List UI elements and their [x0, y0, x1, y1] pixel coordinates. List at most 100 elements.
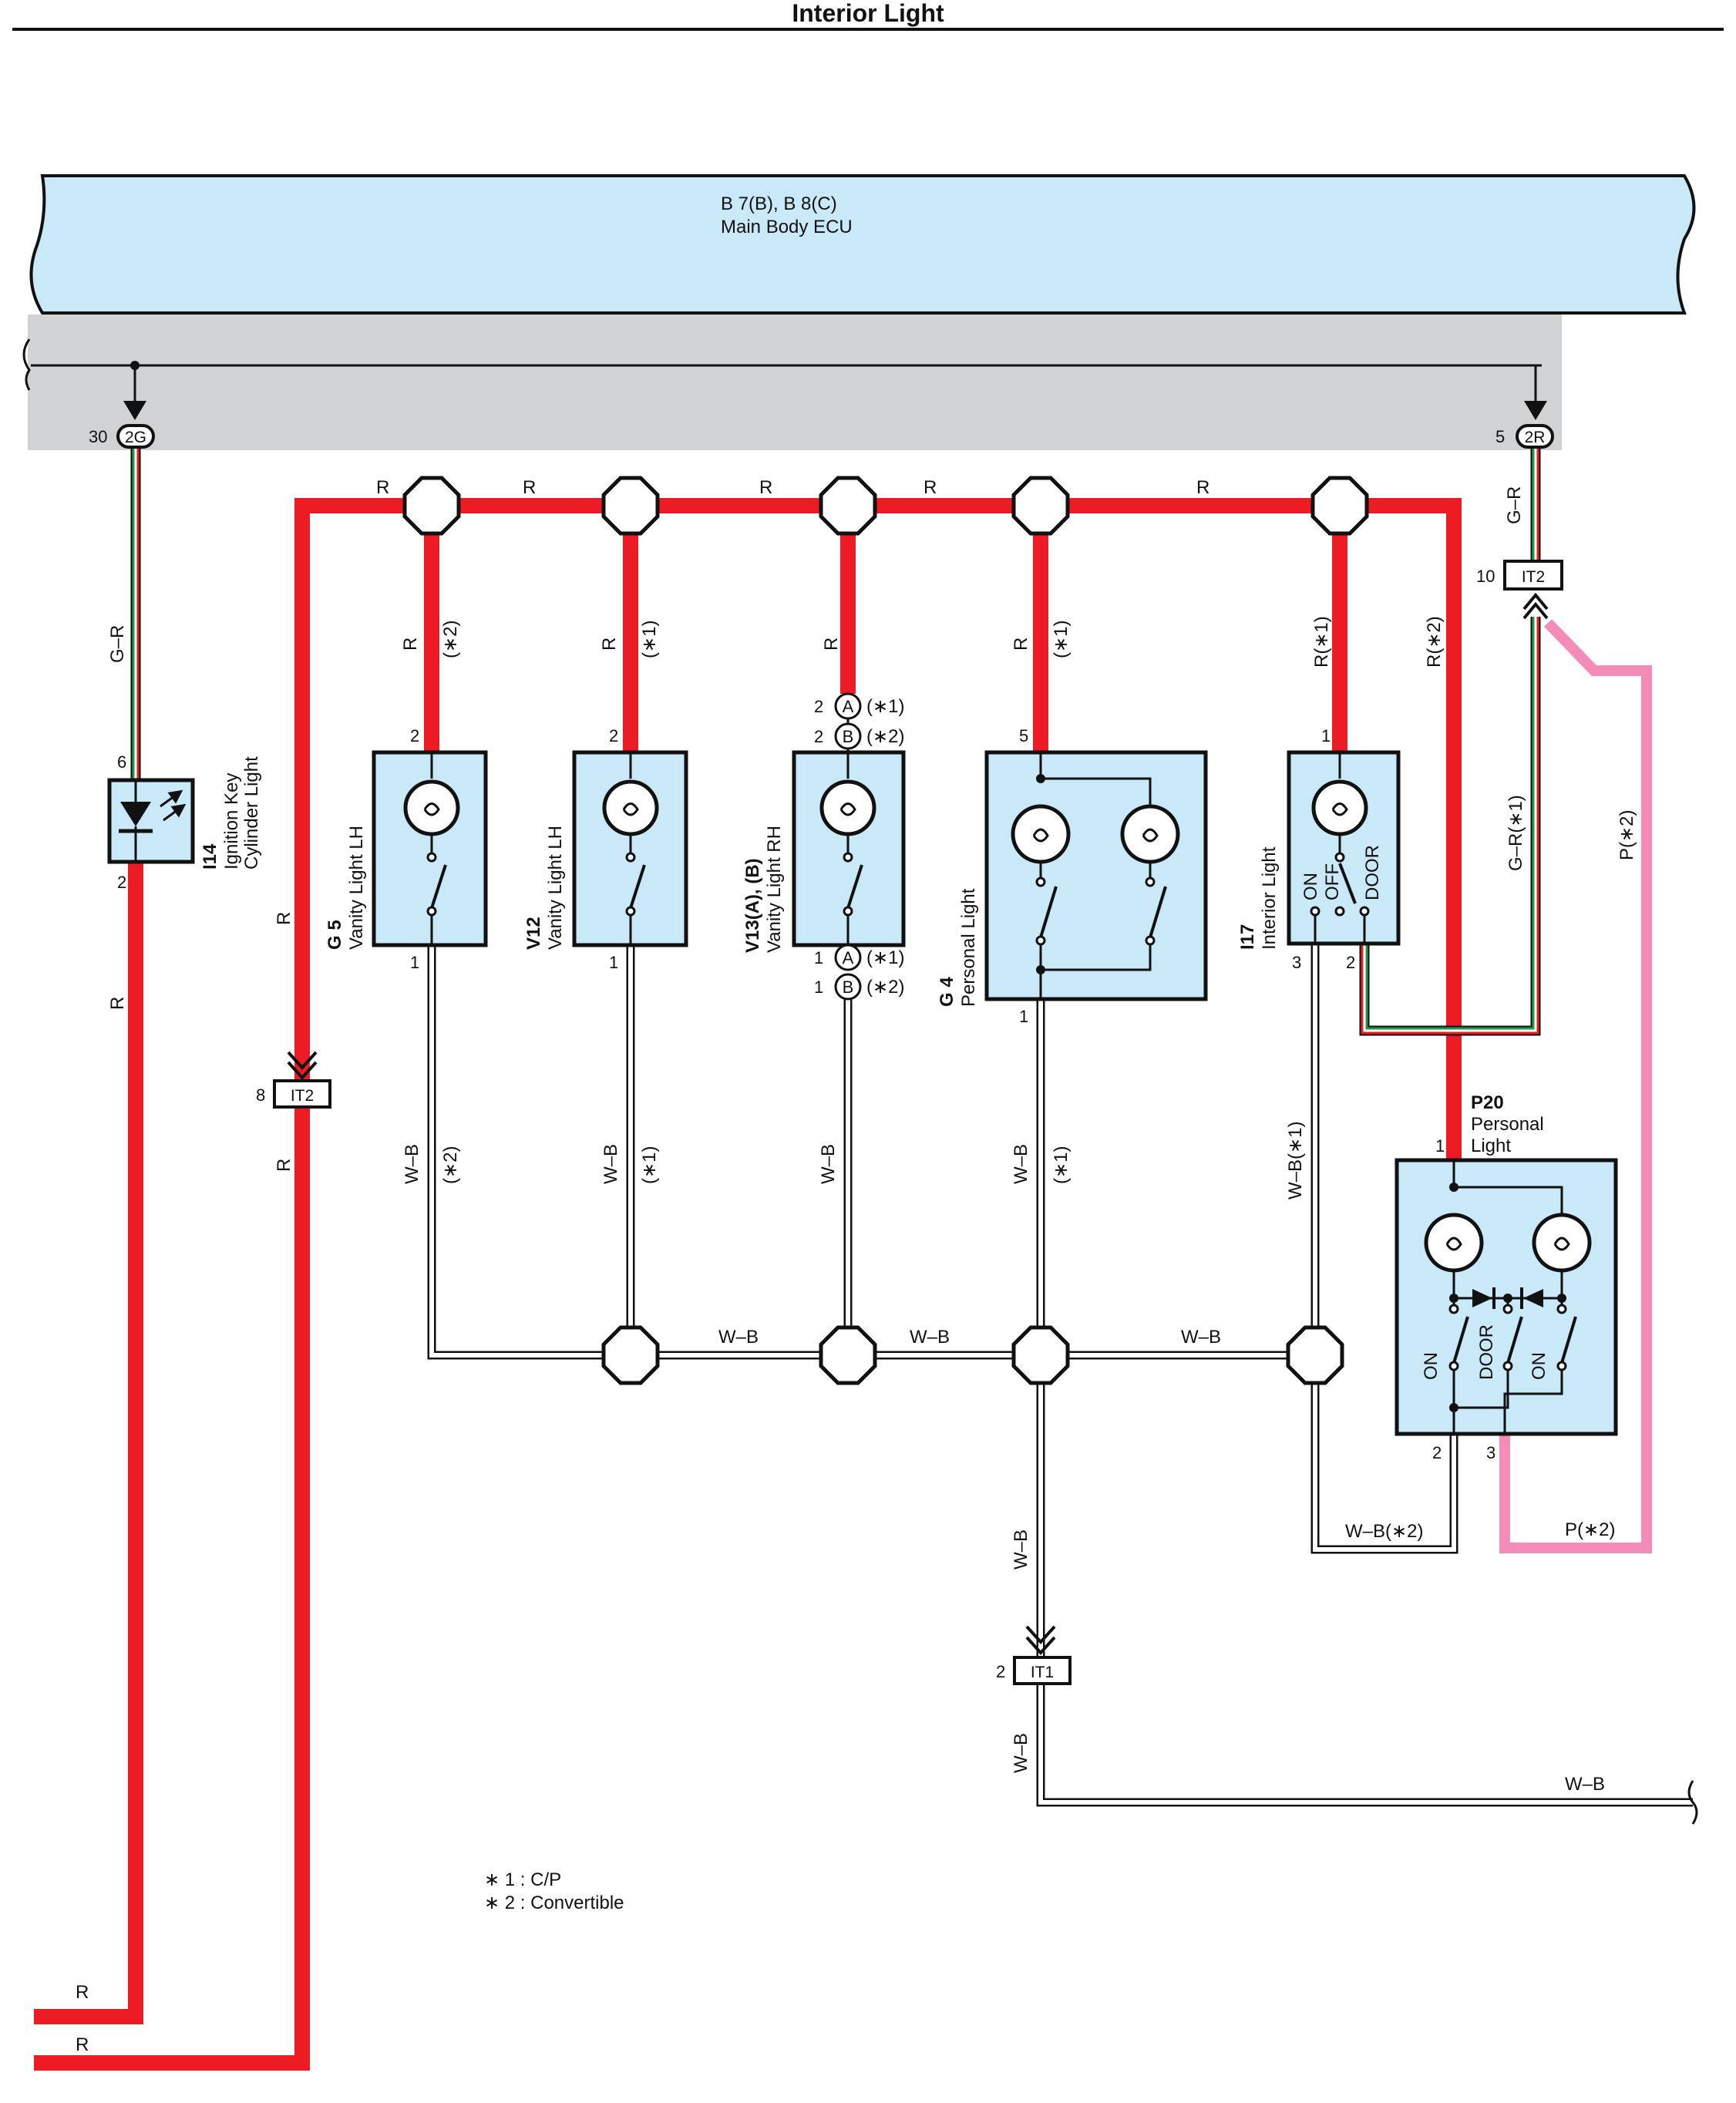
wire-label-r-i14: R [107, 997, 128, 1010]
arrow-it2-top-icon [1522, 592, 1549, 620]
footnote-2: ∗ 2 : Convertible [484, 1893, 624, 1913]
wire-label-r-g5: R [400, 638, 421, 651]
led-icon [120, 802, 151, 826]
v13-pin-out-b: 1 [814, 977, 823, 997]
i14-pin-out: 2 [117, 873, 126, 892]
wire-label-r-g4: R [1011, 638, 1031, 651]
wire-label-r-i17: R(∗1) [1311, 616, 1332, 668]
ecu-name: Main Body ECU [721, 217, 853, 237]
pin-2-it1: 2 [996, 1662, 1005, 1681]
v13-note-1-bottom: (∗1) [866, 947, 904, 968]
switch-icon [1039, 886, 1058, 938]
p20-name-2: Light [1471, 1136, 1511, 1156]
wire-note-wb-v12: (∗1) [639, 1146, 660, 1184]
v13-conn-b-top: B [843, 727, 854, 746]
p20-sw-door: DOOR [1476, 1324, 1497, 1380]
wire-label-wb-down1: W–B [1011, 1529, 1031, 1570]
wire-label-wb-v13: W–B [818, 1144, 839, 1184]
component-p20 [1395, 1158, 1618, 1436]
ecu-code: B 7(B), B 8(C) [721, 193, 837, 214]
wire-label-r-v12: R [599, 638, 620, 651]
wire-r-i14-bottom [34, 863, 143, 2024]
i17-pin-2: 2 [1346, 953, 1355, 972]
connector-b-bottom [834, 973, 862, 1001]
bulb-icon [1532, 1213, 1592, 1273]
v13-pin-in-a: 2 [814, 697, 823, 716]
wire-gr-2g-i14 [130, 449, 141, 780]
i14-code: I14 [200, 843, 220, 870]
ecu-connector-band [28, 315, 1562, 450]
arrow-2r-icon [1524, 401, 1547, 420]
pin-30: 30 [89, 427, 107, 446]
p20-pin-2: 2 [1432, 1443, 1442, 1462]
connector-it2-top [1503, 560, 1563, 591]
wire-r-it2-bottom [34, 1109, 310, 2071]
splice-red [402, 476, 1369, 536]
bulb-icon [602, 779, 659, 836]
wire-label-wb-g5: W–B [402, 1144, 422, 1184]
bulb-icon [1424, 1213, 1484, 1273]
bulb-icon [1311, 779, 1368, 836]
wire-label-r-bottom1: R [76, 1982, 89, 2003]
bulb-icon [1011, 804, 1071, 864]
wire-label-r-it2b: R [274, 1159, 294, 1172]
switch-icon [1506, 1316, 1523, 1364]
connector-a-bottom [834, 944, 862, 971]
bulb-icon [1120, 804, 1180, 864]
connector-it1 [1013, 1656, 1072, 1685]
v13-note-1-top: (∗1) [866, 696, 904, 717]
connector-2g [116, 424, 155, 449]
component-i17 [1287, 750, 1401, 946]
wire-wb-end-break [1687, 1780, 1698, 1825]
wire-gr-2r-it2 [1530, 449, 1541, 560]
wire-label-wb-h1: W–B [718, 1327, 759, 1348]
arrow-it1-icon [1025, 1625, 1056, 1655]
p20-name-1: Personal [1471, 1114, 1544, 1135]
g4-name: Personal Light [958, 888, 979, 1007]
i14-name-1: Ignition Key [221, 773, 242, 870]
v12-name: Vanity Light LH [545, 826, 566, 950]
p20-pin-in: 1 [1435, 1136, 1445, 1156]
connector-2r [1516, 424, 1554, 449]
v13-name: Vanity Light RH [764, 826, 785, 953]
v13-conn-b-bottom: B [843, 977, 854, 997]
g5-name: Vanity Light LH [346, 826, 367, 950]
wire-label-wb-i17: W–B(∗1) [1285, 1122, 1306, 1200]
g5-code: G 5 [325, 920, 345, 950]
connector-it1-label: IT1 [1031, 1664, 1054, 1681]
switch-icon [430, 864, 447, 909]
component-g5 [372, 750, 488, 947]
switch-icon [1452, 1316, 1469, 1364]
wire-label-wb-h3: W–B [1181, 1327, 1221, 1348]
bulb-icon [403, 779, 460, 836]
g4-pin-out: 1 [1019, 1007, 1028, 1026]
wire-note-wb-g5: (∗2) [440, 1146, 461, 1184]
wire-r-main-bus [294, 498, 1462, 1160]
pin-8: 8 [256, 1085, 265, 1105]
v12-code: V12 [523, 917, 544, 950]
arrow-2g-icon [123, 401, 146, 420]
i14-name-2: Cylinder Light [241, 756, 262, 870]
component-v12 [572, 750, 688, 947]
wire-label-wb-n2: W–B(∗2) [1345, 1521, 1423, 1542]
connector-it2-left [273, 1079, 331, 1109]
g5-pin-in: 2 [410, 726, 419, 745]
band-junction-dot [130, 361, 140, 370]
i17-sw-on: ON [1300, 873, 1321, 900]
component-i14 [107, 778, 195, 864]
wire-label-wb-v12: W–B [601, 1144, 621, 1184]
ecu-box [29, 174, 1696, 315]
arrow-it2-left-icon [287, 1051, 318, 1080]
pin-10: 10 [1476, 567, 1495, 586]
i17-name: Interior Light [1259, 846, 1280, 950]
connector-it2-left-label: IT2 [291, 1087, 314, 1105]
v13-code: V13(A), (B) [742, 858, 763, 953]
wire-label-r-bus2: R [523, 477, 536, 498]
connector-it2-top-label: IT2 [1522, 568, 1545, 586]
p20-sw-on1: ON [1421, 1352, 1442, 1380]
wire-note-wb-g4: (∗1) [1051, 1146, 1072, 1184]
wire-label-gr-left: G–R [107, 625, 128, 663]
wire-note-g4: (∗1) [1051, 621, 1072, 658]
wire-label-r-bottom2: R [76, 2034, 89, 2055]
